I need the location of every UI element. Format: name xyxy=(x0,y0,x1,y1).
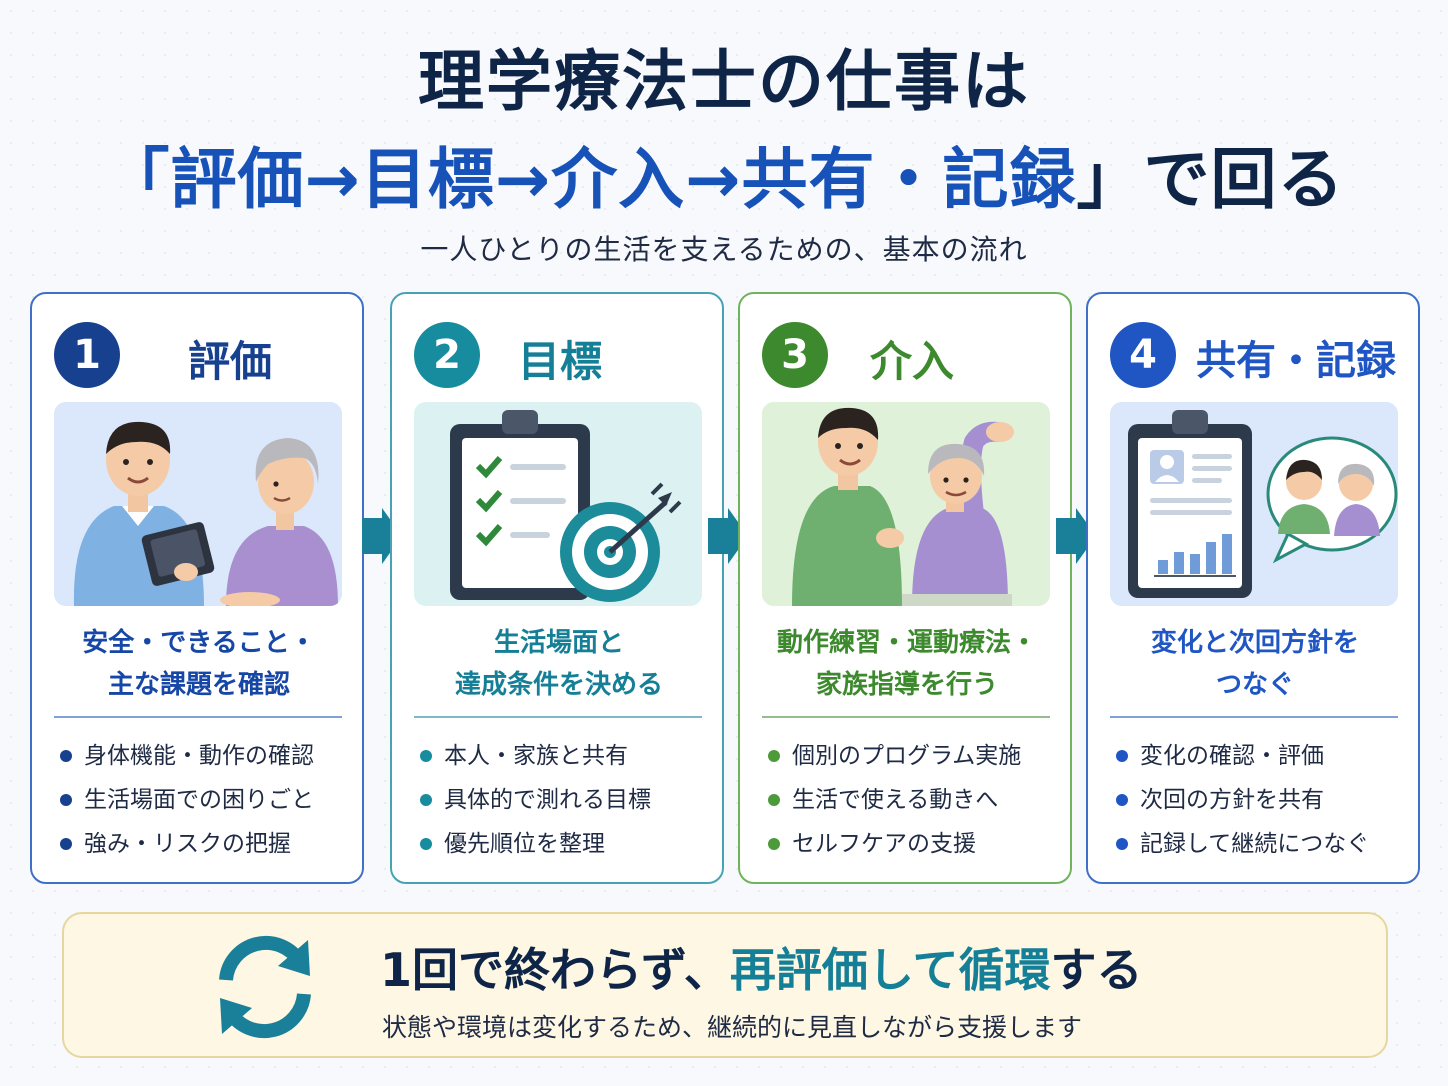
list-item: 生活場面での困りごと xyxy=(60,778,360,822)
step-header: 4 共有・記録 xyxy=(1110,322,1400,388)
banner-title: 1回で終わらず、再評価して循環する xyxy=(380,943,1143,997)
step-header: 1 評価 xyxy=(54,322,344,388)
step-lead: 動作練習・運動療法・ 家族指導を行う xyxy=(750,622,1064,706)
list-item: 次回の方針を共有 xyxy=(1116,778,1416,822)
list-item: 身体機能・動作の確認 xyxy=(60,734,360,778)
step-lead-line1: 安全・できること・ xyxy=(82,628,316,658)
step-title: 介入 xyxy=(870,337,955,386)
step-title: 共有・記録 xyxy=(1196,338,1396,384)
step-title: 評価 xyxy=(188,337,273,386)
list-item: 個別のプログラム実施 xyxy=(768,734,1068,778)
list-item: 記録して継続につなぐ xyxy=(1116,822,1416,866)
list-item: 変化の確認・評価 xyxy=(1116,734,1416,778)
step-lead-line2: 主な課題を確認 xyxy=(107,670,290,700)
page-title-line1: 理学療法士の仕事は xyxy=(418,43,1030,120)
divider xyxy=(1110,716,1398,718)
step-lead: 変化と次回方針を つなぐ xyxy=(1098,622,1412,706)
therapist-stretching-patient-icon xyxy=(762,402,1050,606)
step-bullets: 個別のプログラム実施 生活で使える動きへ セルフケアの支援 xyxy=(768,734,1068,866)
therapist-interviewing-patient-icon xyxy=(54,402,342,606)
step-bullets: 変化の確認・評価 次回の方針を共有 記録して継続につなぐ xyxy=(1116,734,1416,866)
step-lead: 安全・できること・ 主な課題を確認 xyxy=(42,622,356,706)
step-card-share-record: 4 共有・記録 xyxy=(1086,292,1420,884)
title-steps: 評価→目標→介入→共有・記録 xyxy=(170,141,1077,218)
clipboard-checklist-target-icon xyxy=(414,402,702,606)
list-item: 本人・家族と共有 xyxy=(420,734,720,778)
step-number-badge: 1 xyxy=(54,322,120,388)
divider xyxy=(414,716,702,718)
title-open-bracket: 「 xyxy=(103,141,171,218)
step-number-badge: 4 xyxy=(1110,322,1176,388)
step-lead-line1: 動作練習・運動療法・ xyxy=(776,628,1037,658)
list-item: 具体的で測れる目標 xyxy=(420,778,720,822)
list-item: 優先順位を整理 xyxy=(420,822,720,866)
step-number-badge: 2 xyxy=(414,322,480,388)
step-number-badge: 3 xyxy=(762,322,828,388)
page-subtitle: 一人ひとりの生活を支えるための、基本の流れ xyxy=(420,233,1028,266)
list-item: 生活で使える動きへ xyxy=(768,778,1068,822)
step-bullets: 本人・家族と共有 具体的で測れる目標 優先順位を整理 xyxy=(420,734,720,866)
banner-subtitle: 状態や環境は変化するため、継続的に見直しながら支援します xyxy=(382,1013,1083,1042)
step-lead-line2: 家族指導を行う xyxy=(815,670,998,700)
step-card-goal: 2 目標 生活場面と 達成条件を決める 本人・家族と共 xyxy=(390,292,724,884)
step-bullets: 身体機能・動作の確認 生活場面での困りごと 強み・リスクの把握 xyxy=(60,734,360,866)
record-chart-conversation-icon xyxy=(1110,402,1398,606)
cycle-banner: 1回で終わらず、再評価して循環する 状態や環境は変化するため、継続的に見直しなが… xyxy=(62,912,1388,1058)
step-lead: 生活場面と 達成条件を決める xyxy=(402,622,716,706)
step-header: 3 介入 xyxy=(762,322,1052,388)
step-lead-line2: つなぐ xyxy=(1215,670,1294,700)
list-item: 強み・リスクの把握 xyxy=(60,822,360,866)
list-item: セルフケアの支援 xyxy=(768,822,1068,866)
step-lead-line1: 生活場面と xyxy=(493,628,624,658)
cycle-arrows-icon xyxy=(219,935,311,1039)
step-header: 2 目標 xyxy=(414,322,704,388)
step-card-intervention: 3 介入 動作練習・運動療法・ 家族指 xyxy=(738,292,1072,884)
title-close: 」で回る xyxy=(1076,141,1345,218)
divider xyxy=(762,716,1050,718)
step-card-evaluation: 1 評価 安全・できること・ xyxy=(30,292,364,884)
step-lead-line1: 変化と次回方針を xyxy=(1150,628,1359,658)
step-lead-line2: 達成条件を決める xyxy=(454,670,663,700)
page-title-line2: 「評価→目標→介入→共有・記録」で回る xyxy=(0,126,1448,222)
divider xyxy=(54,716,342,718)
step-title: 目標 xyxy=(518,337,603,386)
